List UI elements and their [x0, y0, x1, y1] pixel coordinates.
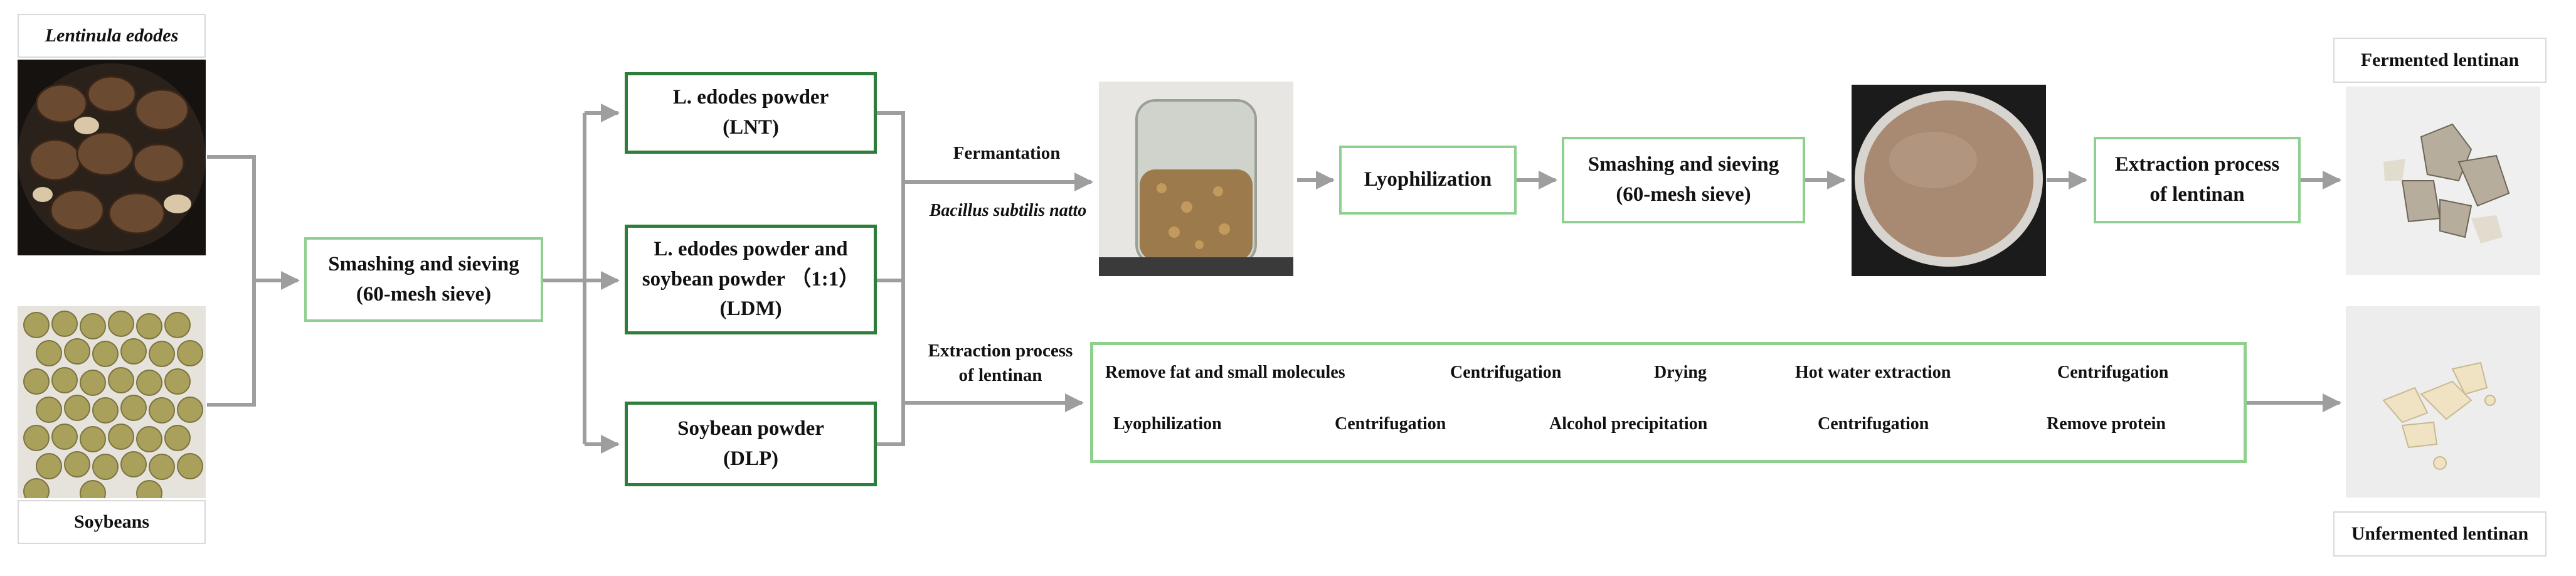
- step-lyophilization: Lyophilization: [1113, 414, 1222, 434]
- unfermented-label-box: Unfermented lentinan: [2333, 511, 2547, 557]
- smash-sieve-1-line1: Smashing and sieving: [328, 252, 519, 275]
- soybeans-label-box: Soybeans: [18, 500, 206, 544]
- fermented-label-box: Fermented lentinan: [2333, 38, 2547, 83]
- mushroom-photo: [18, 60, 206, 255]
- extraction-process-line2: of lentinan: [2149, 183, 2245, 206]
- lyophilization-box: Lyophilization: [1339, 146, 1517, 215]
- lnt-line1: L. edodes powder: [672, 86, 829, 109]
- dlp-line2: (DLP): [723, 447, 778, 470]
- extraction-branch-line1: Extraction process: [928, 341, 1073, 361]
- smash-sieve-box-2: Smashing and sieving (60-mesh sieve): [1562, 137, 1805, 223]
- step-hot-water-extraction: Hot water extraction: [1795, 363, 1951, 382]
- smash-sieve-2-line1: Smashing and sieving: [1587, 153, 1779, 176]
- lnt-powder-box: L. edodes powder (LNT): [625, 72, 877, 154]
- fermented-label: Fermented lentinan: [2360, 50, 2520, 70]
- soybeans-label: Soybeans: [73, 511, 150, 532]
- ldm-line3: (LDM): [719, 297, 782, 321]
- lyophilization-label: Lyophilization: [1364, 168, 1492, 191]
- step-centrifugation-4: Centrifugation: [1818, 414, 1929, 434]
- extraction-process-box: Extraction process of lentinan: [2094, 137, 2301, 223]
- ldm-line2: soybean powder （1:1）: [642, 267, 860, 291]
- extraction-process-line1: Extraction process: [2114, 153, 2280, 176]
- ldm-powder-box: L. edodes powder and soybean powder （1:1…: [625, 225, 877, 334]
- lentinula-label-box: Lentinula edodes: [18, 14, 206, 58]
- smash-sieve-box-1: Smashing and sieving (60-mesh sieve): [304, 237, 543, 322]
- step-centrifugation-1: Centrifugation: [1450, 363, 1562, 382]
- extraction-branch-label: Extraction process of lentinan: [909, 339, 1091, 388]
- dlp-powder-box: Soybean powder (DLP): [625, 402, 877, 486]
- lnt-line2: (LNT): [723, 116, 779, 139]
- step-remove-fat: Remove fat and small molecules: [1105, 363, 1345, 382]
- powder-dish-photo: [1852, 85, 2046, 276]
- step-centrifugation-5: Centrifugation: [1335, 414, 1446, 434]
- step-centrifugation-2: Centrifugation: [2057, 363, 2169, 382]
- lentinula-label: Lentinula edodes: [45, 25, 179, 46]
- step-remove-protein: Remove protein: [2047, 414, 2166, 434]
- unfermented-label: Unfermented lentinan: [2351, 523, 2529, 544]
- ldm-line1: L. edodes powder and: [654, 237, 848, 260]
- fermented-lentinan-photo: [2346, 87, 2540, 275]
- fermentation-label: Fermantation: [953, 143, 1061, 163]
- step-alcohol-precipitation: Alcohol precipitation: [1549, 414, 1708, 434]
- step-drying: Drying: [1654, 363, 1707, 382]
- extraction-steps-box: [1090, 342, 2247, 463]
- organism-label: Bacillus subtilis natto: [929, 201, 1087, 220]
- smash-sieve-2-line2: (60-mesh sieve): [1616, 183, 1751, 206]
- unfermented-lentinan-photo: [2346, 306, 2540, 498]
- smash-sieve-1-line2: (60-mesh sieve): [356, 282, 492, 306]
- fermentation-jar-photo: [1099, 82, 1293, 276]
- dlp-line1: Soybean powder: [677, 417, 824, 440]
- soybean-photo: [18, 306, 206, 498]
- extraction-branch-line2: of lentinan: [958, 365, 1042, 386]
